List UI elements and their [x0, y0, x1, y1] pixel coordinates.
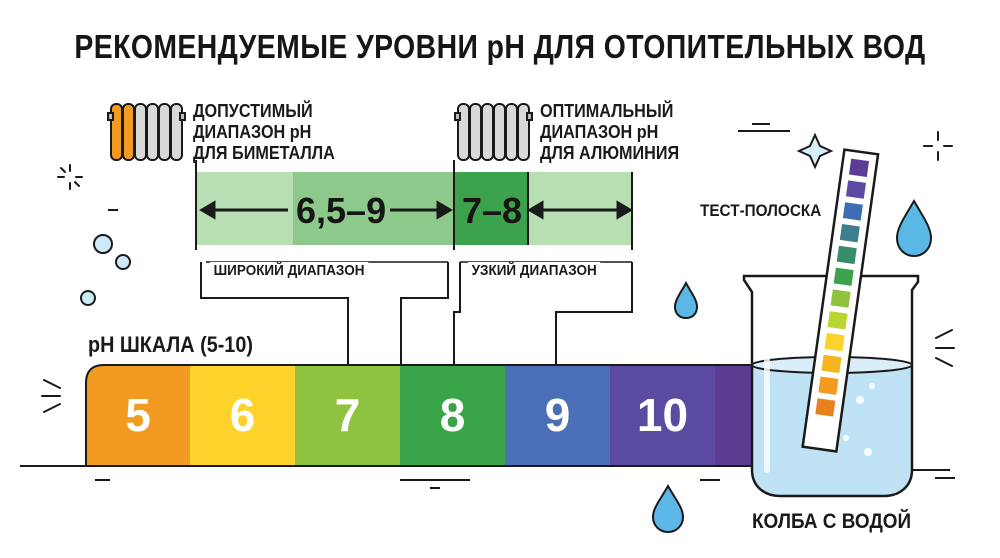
water-drop-bottom [651, 483, 685, 534]
ph-scale-number-6: 6 [229, 389, 256, 441]
decor-bubbles-left [80, 234, 131, 306]
legend-bimetal-line: ДОПУСТИМЫЙ [193, 101, 313, 121]
test-strip-pad [833, 267, 854, 286]
test-strip-pad [836, 245, 857, 265]
test-strip-label: ТЕСТ-ПОЛОСКА [700, 201, 822, 220]
test-strip-pad [830, 289, 851, 308]
narrow-range-arrow [527, 200, 633, 220]
test-strip-pad [845, 180, 866, 199]
test-strip [801, 148, 880, 453]
flask-label: КОЛБА С ВОДОЙ [752, 510, 912, 533]
test-strip-pad [839, 224, 860, 243]
radiator-bimetal-icon [107, 103, 186, 161]
ph-scale-segment [86, 365, 190, 466]
test-strip-pad [815, 398, 836, 417]
wide-range-label: ШИРОКИЙ ДИАПАЗОН [210, 262, 369, 279]
decor-lines-right-side [935, 329, 955, 367]
legend-aluminum-line: ОПТИМАЛЬНЫЙ [540, 101, 674, 121]
ph-scale-segment [715, 365, 755, 466]
test-strip-pad [824, 332, 845, 352]
ph-scale-segment [505, 365, 610, 466]
ph-scale-number-9: 9 [544, 389, 571, 441]
test-strip-pad [821, 354, 842, 374]
ph-scale-segment [190, 365, 295, 466]
test-strip-pad [827, 311, 848, 330]
ph-scale-number-8: 8 [439, 389, 466, 441]
test-strip-pad [842, 202, 863, 221]
ph-scale-number-7: 7 [334, 389, 361, 441]
legend-bimetal-line: ДИАПАЗОН pH [193, 122, 312, 142]
legend-aluminum-line: ДЛЯ АЛЮМИНИЯ [540, 143, 680, 163]
decor-lines-left-side [41, 379, 61, 413]
legend-aluminum-line: ДИАПАЗОН pH [540, 122, 659, 142]
test-strip-pad [848, 158, 870, 177]
water-drop-middle [673, 280, 699, 320]
ph-scale-number-10: 10 [636, 389, 689, 441]
page-title: РЕКОМЕНДУЕМЫЕ УРОВНИ pH ДЛЯ ОТОПИТЕЛЬНЫХ… [74, 28, 926, 65]
legend-bimetal-text: ДОПУСТИМЫЙ ДИАПАЗОН pH ДЛЯ БИМЕТАЛЛА [193, 101, 335, 164]
test-strip-pad [818, 376, 839, 395]
wide-range-value: 6,5–9 [296, 190, 387, 231]
water-drop-right [895, 199, 933, 258]
narrow-range-label: УЗКИЙ ДИАПАЗОН [468, 262, 601, 279]
ph-scale-segment [610, 365, 715, 466]
decor-lines-top-right [738, 123, 790, 132]
decor-star-right [796, 132, 834, 170]
narrow-range-value: 7–8 [462, 190, 523, 231]
ph-scale-segment [400, 365, 505, 466]
legend-bimetal-line: ДЛЯ БИМЕТАЛЛА [193, 143, 335, 163]
ph-scale-outline [85, 364, 754, 466]
decor-sparkle-right [923, 131, 953, 161]
ph-scale-title: pH ШКАЛА (5-10) [88, 332, 253, 357]
ph-scale-bar [85, 364, 755, 466]
radiator-aluminum-icon [454, 103, 533, 161]
ph-scale-segment [295, 365, 400, 466]
ph-scale-number-5: 5 [125, 389, 151, 441]
legend-aluminum-text: ОПТИМАЛЬНЫЙ ДИАПАЗОН pH ДЛЯ АЛЮМИНИЯ [540, 101, 679, 164]
decor-sparkle-left [57, 164, 83, 190]
narrow-range-band [454, 172, 528, 245]
wide-range-arrows [199, 200, 453, 220]
